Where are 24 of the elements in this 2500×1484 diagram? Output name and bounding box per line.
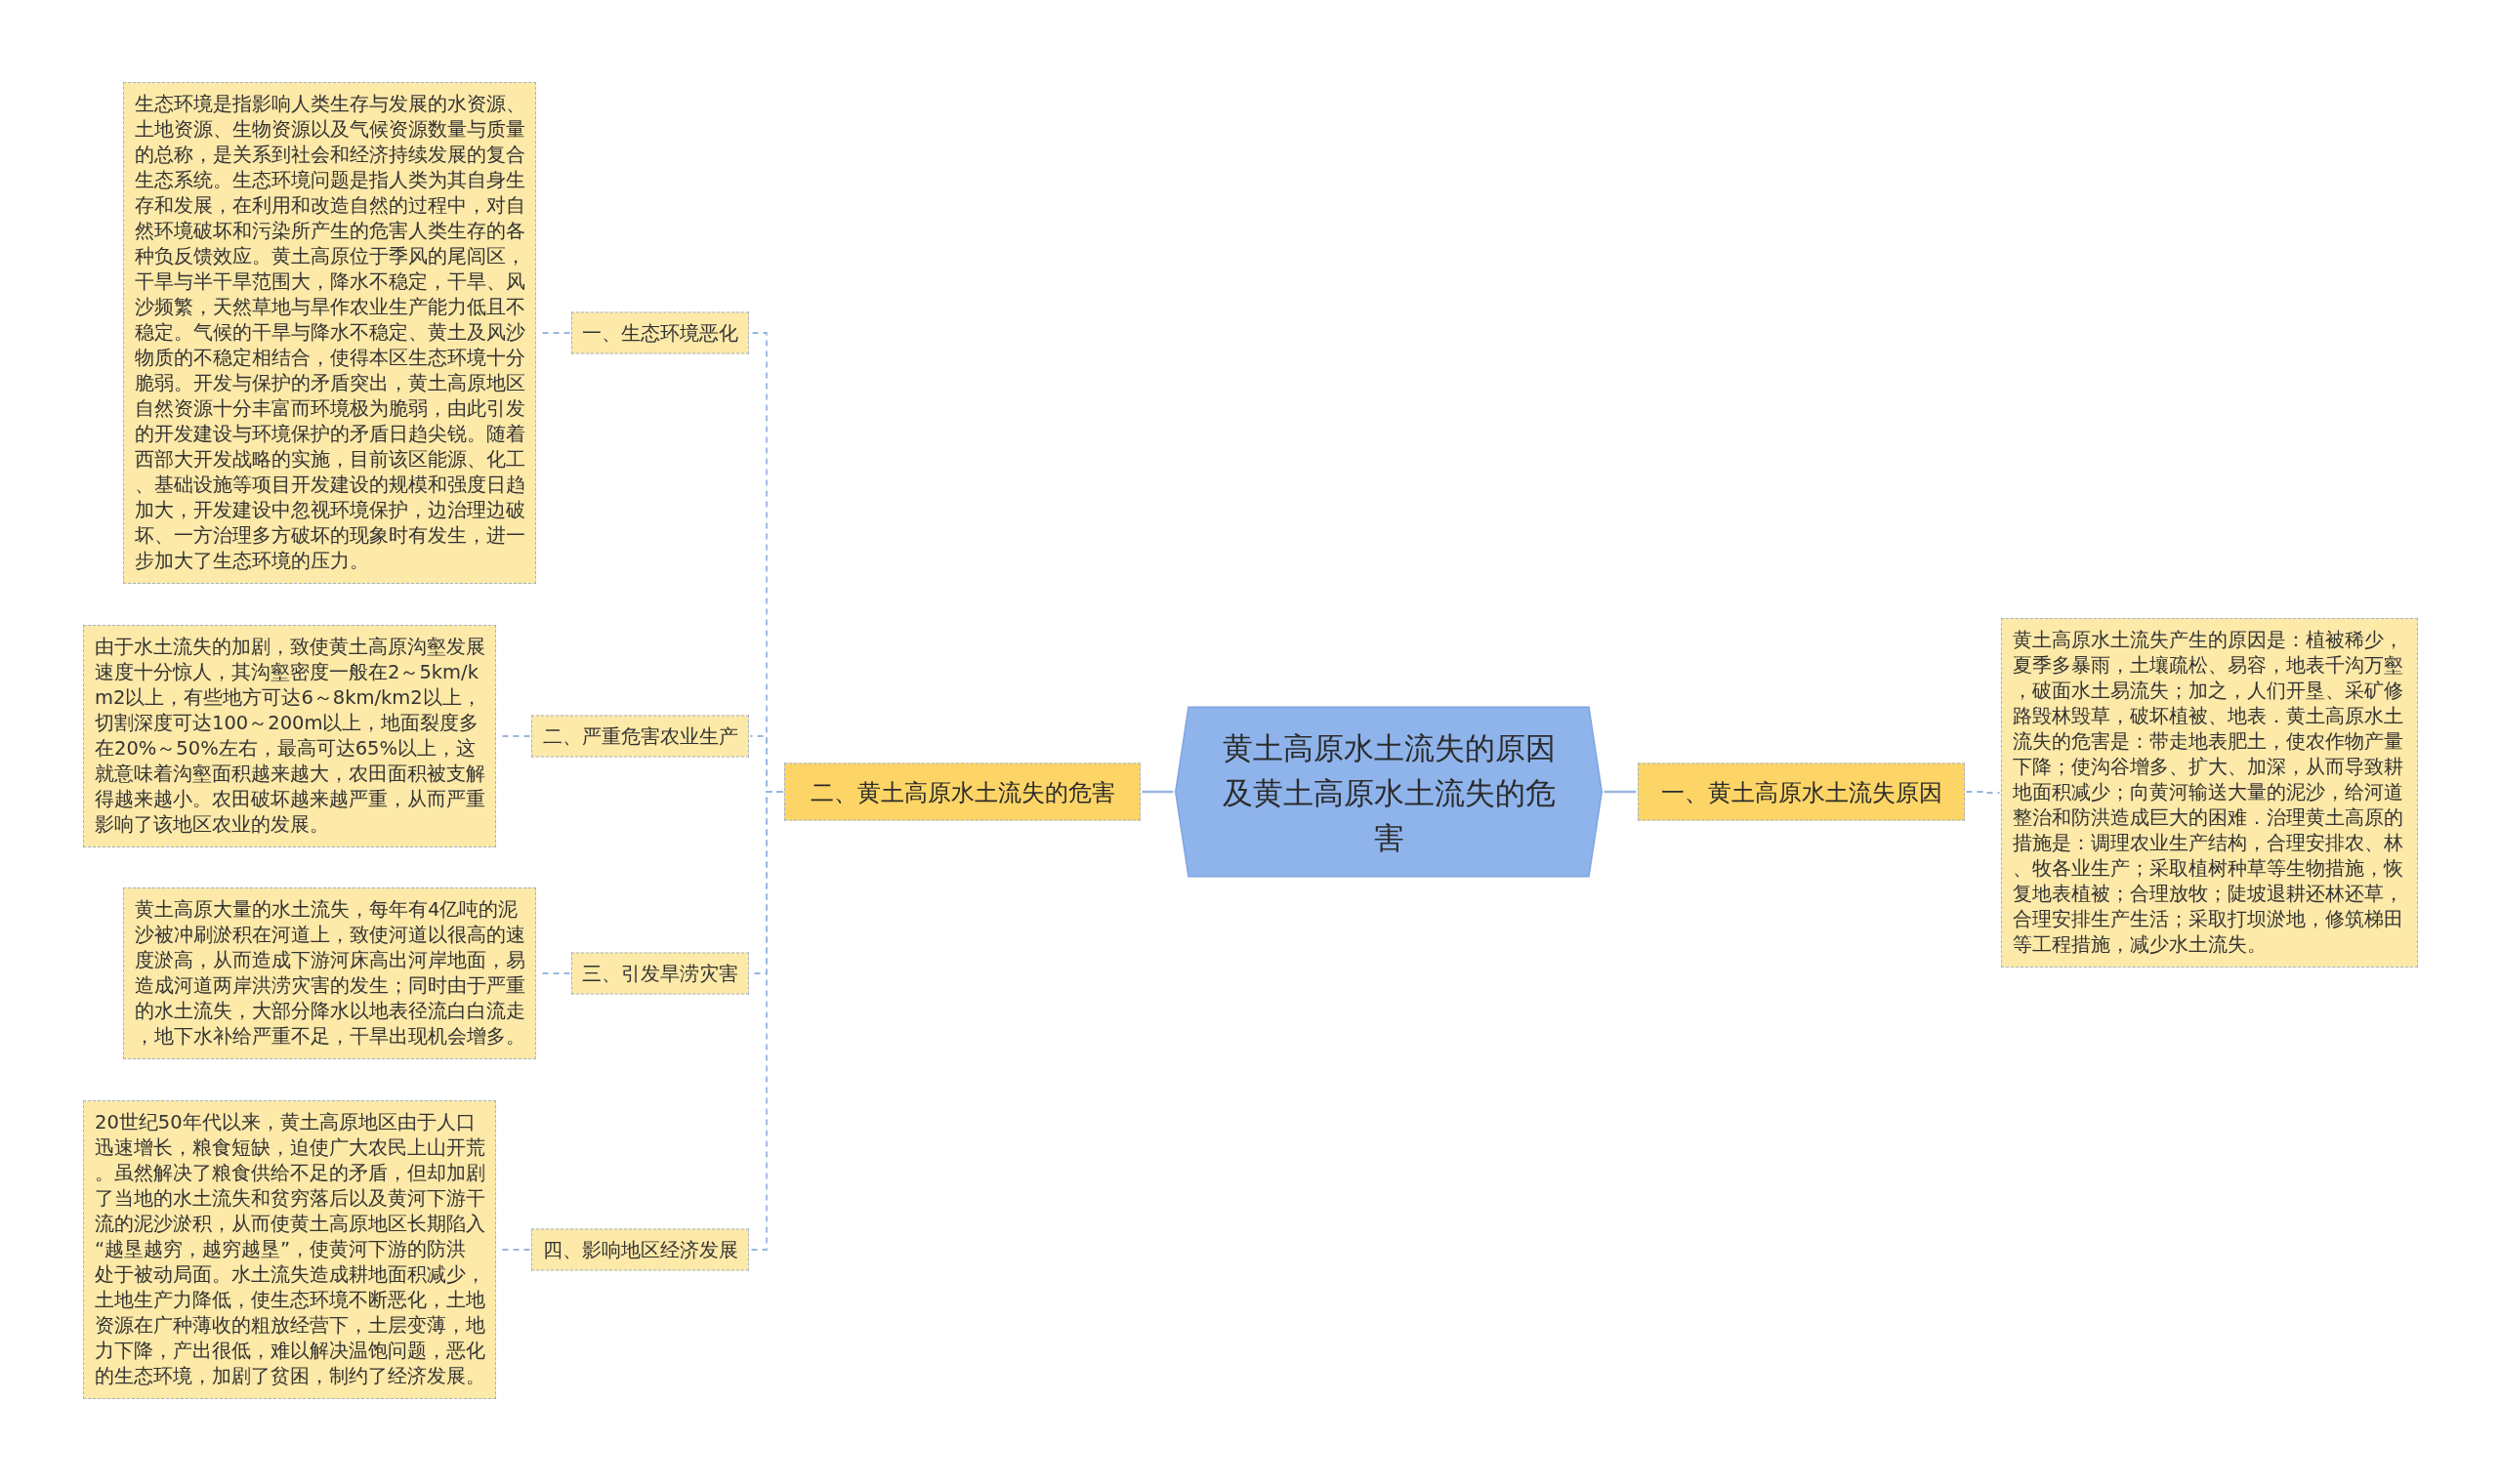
connector-line xyxy=(749,791,784,1251)
subtopic-box xyxy=(531,715,749,758)
subtopic-title: 一、生态环境恶化 xyxy=(582,320,738,346)
note-text: 黄土高原大量的水土流失，每年有4亿吨的泥沙被冲刷淤积在河道上，致使河道以很高的速度淤高，从而造成下游河床高出河岸地面，易造成河道两岸洪涝灾害的发生；同时由于严重的水土流失，大部分降水以地表径流白白流走，地下水补给严重不足，干旱出现机会增多。 xyxy=(135,897,525,1050)
note-text: 生态环境是指影响人类生存与发展的水资源、土地资源、生物资源以及气候资源数量与质量的总称，是关系到社会和经济持续发展的复合生态系统。生态环境问题是指人类为其自身生存和发展，在利用和改造自然的过程中，对自然环境破坏和污染所产生的危害人类生存的各种负反馈效应。黄土高原位于季风的尾闾区，干旱与半干旱范围大，降水不稳定，干旱、风沙频繁，天然草地与旱作农业生产能力低且不稳定。气候的干旱与降水不稳定、黄土及风沙物质的不稳定相结合，使得本区生态环境十分脆弱。开发与保护的矛盾突出，黄土高原地区自然资源十分丰富而环境极为脆弱，由此引发的开发建设与环境保护的矛盾日趋尖锐。随着西部大开发战略的实施，目前该区能源、化工、基础设施等项目开发建设的规模和强度日趋加大，开发建设中忽视环境保护，边治理边破坏、一方治理多方破坏的现象时有发生，进一步加大了生态环境的压力。 xyxy=(135,92,525,574)
branch-title: 二、黄土高原水土流失的危害 xyxy=(810,777,1115,806)
subtopic-box xyxy=(571,952,749,995)
note-text: 黄土高原水土流失产生的原因是：植被稀少，夏季多暴雨，土壤疏松、易容，地表千沟万壑，破面水土易流失；加之，人们开垦、采矿修路毁林毁草，破坏植被、地表．黄土高原水土流失的危害是：带走地表肥土，使农作物产量下降；使沟谷增多、扩大、加深，从而导致耕地面积减少；向黄河输送大量的泥沙，给河道整治和防洪造成巨大的困难．治理黄土高原的措施是：调理农业生产结构，合理安排农、林、牧各业生产；采取植树种草等生物措施，恢复地表植被；合理放牧；陡坡退耕还林还草，合理安排生产生活；采取打坝淤地，修筑梯田等工程措施，减少水土流失。 xyxy=(2013,628,2404,958)
subtopic-box xyxy=(571,311,749,354)
connector-line xyxy=(1142,790,1174,794)
subtopic-title: 四、影响地区经济发展 xyxy=(542,1237,738,1262)
branch-topic-box xyxy=(784,763,1141,821)
connector-line xyxy=(1965,791,2001,794)
subtopic-title: 三、引发旱涝灾害 xyxy=(582,961,738,986)
subtopic-title: 二、严重危害农业生产 xyxy=(542,723,738,749)
branch-title: 一、黄土高原水土流失原因 xyxy=(1660,777,1942,806)
note-text: 20世纪50年代以来，黄土高原地区由于人口迅速增长，粮食短缺，迫使广大农民上山开荒。虽然解决了粮食供给不足的矛盾，但却加剧了当地的水土流失和贫穷落后以及黄河下游干流的泥沙淤积，从而使黄土高原地区长期陷入“越垦越穷，越穷越垦”，使黄河下游的防洪处于被动局面。水土流失造成耕地面积减少，土地生产力降低，使生态环境不断恶化，土地资源在广种薄收的粗放经营下，土层变薄，地力下降，产出很低，难以解决温饱问题，恶化的生态环境，加剧了贫困，制约了经济发展。 xyxy=(95,1110,485,1389)
note-box xyxy=(123,887,536,1059)
branch-topic-box xyxy=(1638,763,1965,821)
central-topic-hexagon xyxy=(1175,706,1603,878)
topic-title: 黄土高原水土流失的原因及黄土高原水土流失的危害 xyxy=(1221,728,1557,856)
connector-line xyxy=(1604,790,1637,794)
note-text: 由于水土流失的加剧，致使黄土高原沟壑发展速度十分惊人，其沟壑密度一般在2～5km/km2以上，有些地方可达6～8km/km2以上，切割深度可达100～200m以上，地面裂度多在20%～50%左右，最高可达65%以上，这就意味着沟壑面积越来越大，农田面积被支解得越来越小。农田破坏越来越严重，从而严重影响了该地区农业的发展。 xyxy=(95,635,485,838)
subtopic-box xyxy=(531,1228,749,1271)
